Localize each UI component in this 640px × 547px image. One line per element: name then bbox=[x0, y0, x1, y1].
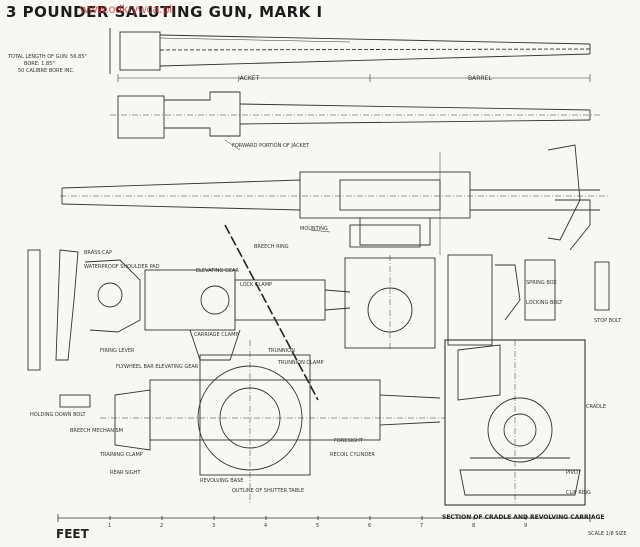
right-details bbox=[447, 254, 610, 346]
scale-note: SCALE 1/8 SIZE bbox=[588, 531, 627, 537]
label-breech-ring: BREECH RING bbox=[254, 244, 289, 250]
spec-line-1: TOTAL LENGTH OF GUN: 56.85" bbox=[8, 54, 87, 60]
label-training-clamp: TRAINING CLAMP bbox=[100, 452, 143, 458]
section-caption: SECTION OF CRADLE AND REVOLVING CARRIAGE bbox=[442, 514, 605, 521]
scale-tick: 4 bbox=[264, 523, 268, 529]
label-flywheel-bar: FLYWHEEL BAR ELEVATING GEAR bbox=[116, 364, 199, 370]
label-mounting: MOUNTING bbox=[300, 226, 328, 232]
label-breech-mechanism: BREECH MECHANISM bbox=[70, 428, 123, 434]
scale-tick: 8 bbox=[472, 523, 476, 529]
scale-unit: FEET bbox=[56, 527, 89, 541]
spec-line-2: BORE: 1.85" bbox=[24, 61, 55, 67]
gun-on-mounting-elevation bbox=[60, 144, 610, 255]
scale-tick: 5 bbox=[316, 523, 320, 529]
label-recoil-cylinder: RECOIL CYLINDER bbox=[330, 452, 375, 458]
scale-tick: 2 bbox=[160, 523, 164, 529]
scale-tick: 3 bbox=[212, 523, 216, 529]
breech-elevating-gear bbox=[144, 269, 351, 361]
spec-line-3: 50 CALIBRE BORE INC. bbox=[18, 68, 75, 74]
pedestal bbox=[344, 255, 436, 350]
cradle-section bbox=[444, 339, 586, 506]
label-lock-clamp: LOCK CLAMP bbox=[240, 282, 273, 288]
label-forward-portion-jacket: FORWARD PORTION OF JACKET bbox=[232, 143, 310, 149]
label-revolving-base: REVOLVING BASE bbox=[200, 478, 244, 484]
barrel-top-view bbox=[110, 91, 600, 151]
scale-tick: 9 bbox=[524, 523, 528, 529]
drawing-title: 3 POUNDER SALUTING GUN, MARK I bbox=[6, 3, 323, 21]
mounting-plan-view bbox=[59, 340, 445, 505]
label-trunnion-clamp: TRUNNION CLAMP bbox=[278, 360, 324, 366]
label-brass-cap: BRASS CAP bbox=[84, 250, 112, 256]
barrel-side-view bbox=[109, 28, 591, 74]
label-trunnion: TRUNNION bbox=[268, 348, 295, 354]
label-barrel: BARREL bbox=[468, 75, 492, 82]
scale-tick: 7 bbox=[420, 523, 424, 529]
shoulder-pad-assembly bbox=[27, 249, 141, 371]
label-carriage-clamp: CARRIAGE CLAMP bbox=[194, 332, 239, 338]
label-waterproof-pad: WATERPROOF SHOULDER PAD bbox=[84, 264, 160, 270]
label-rear-sight: REAR SIGHT bbox=[110, 470, 141, 476]
label-firing-lever: FIRING LEVER bbox=[100, 348, 135, 354]
label-holding-down-bolt: HOLDING DOWN BOLT bbox=[30, 412, 86, 418]
label-locking-bolt: LOCKING BOLT bbox=[526, 300, 563, 306]
label-clip-ring: CLIP RING bbox=[566, 490, 591, 496]
label-elevating-gear: ELEVATING GEAR bbox=[196, 268, 239, 274]
label-foresight: FORESIGHT bbox=[334, 438, 363, 444]
label-stop-bolt: STOP BOLT bbox=[594, 318, 622, 324]
label-jacket: JACKET bbox=[238, 75, 260, 82]
label-outline-shutter-table: OUTLINE OF SHUTTER TABLE bbox=[232, 488, 305, 494]
scale-tick: 1 bbox=[108, 523, 112, 529]
watermark: www.odkrywca.pl bbox=[80, 2, 173, 16]
label-pivot: PIVOT bbox=[566, 470, 581, 476]
jacket-barrel-dimension bbox=[117, 74, 591, 82]
scale-tick: 6 bbox=[368, 523, 372, 529]
scale-bar bbox=[57, 514, 591, 522]
label-cradle: CRADLE bbox=[586, 404, 606, 410]
label-spring-box: SPRING BOX bbox=[526, 280, 557, 286]
